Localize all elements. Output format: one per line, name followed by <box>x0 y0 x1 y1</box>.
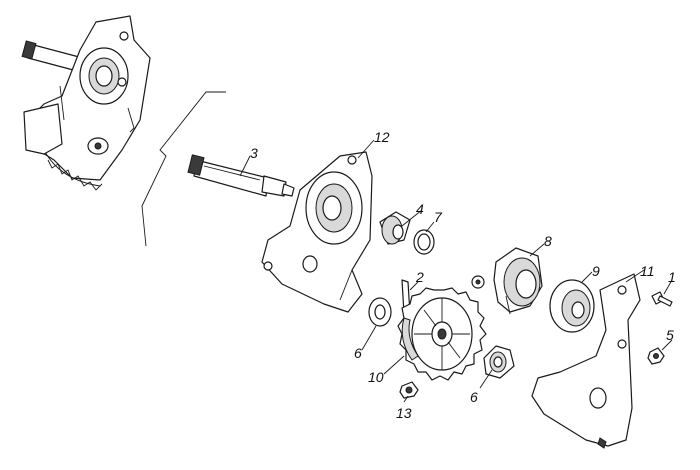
cover-part <box>493 247 543 315</box>
nut-part <box>399 381 419 399</box>
callouts: 3 12 4 7 8 9 11 1 5 2 6 10 6 13 <box>250 129 676 421</box>
callout-11: 11 <box>640 263 655 279</box>
callout-6-left: 6 <box>354 345 362 361</box>
callout-3: 3 <box>250 145 258 161</box>
washer-part-left <box>368 297 392 327</box>
callout-4: 4 <box>416 201 424 217</box>
bracket-plate <box>261 151 373 313</box>
bracket-part-11 <box>531 273 641 449</box>
washer-part-right <box>483 345 515 379</box>
callout-10: 10 <box>368 369 384 385</box>
bushing-part-9 <box>549 279 595 333</box>
assembled-mechanism <box>21 15 151 191</box>
shaft-part <box>187 154 295 197</box>
callout-5: 5 <box>666 327 674 343</box>
small-nut-top <box>471 275 485 289</box>
callout-2: 2 <box>415 269 424 285</box>
callout-9: 9 <box>592 263 600 279</box>
break-line <box>141 91 226 247</box>
nut-part-5 <box>647 347 665 365</box>
callout-1: 1 <box>668 269 676 285</box>
leader-lines <box>239 139 673 403</box>
callout-6-right: 6 <box>470 389 478 405</box>
callout-12: 12 <box>374 129 390 145</box>
callout-13: 13 <box>396 405 412 421</box>
callout-8: 8 <box>544 233 552 249</box>
ring-part <box>413 229 435 255</box>
bolt-part <box>651 291 673 307</box>
callout-7: 7 <box>434 209 443 225</box>
bushing-part <box>379 211 411 245</box>
gear-part <box>397 287 487 381</box>
